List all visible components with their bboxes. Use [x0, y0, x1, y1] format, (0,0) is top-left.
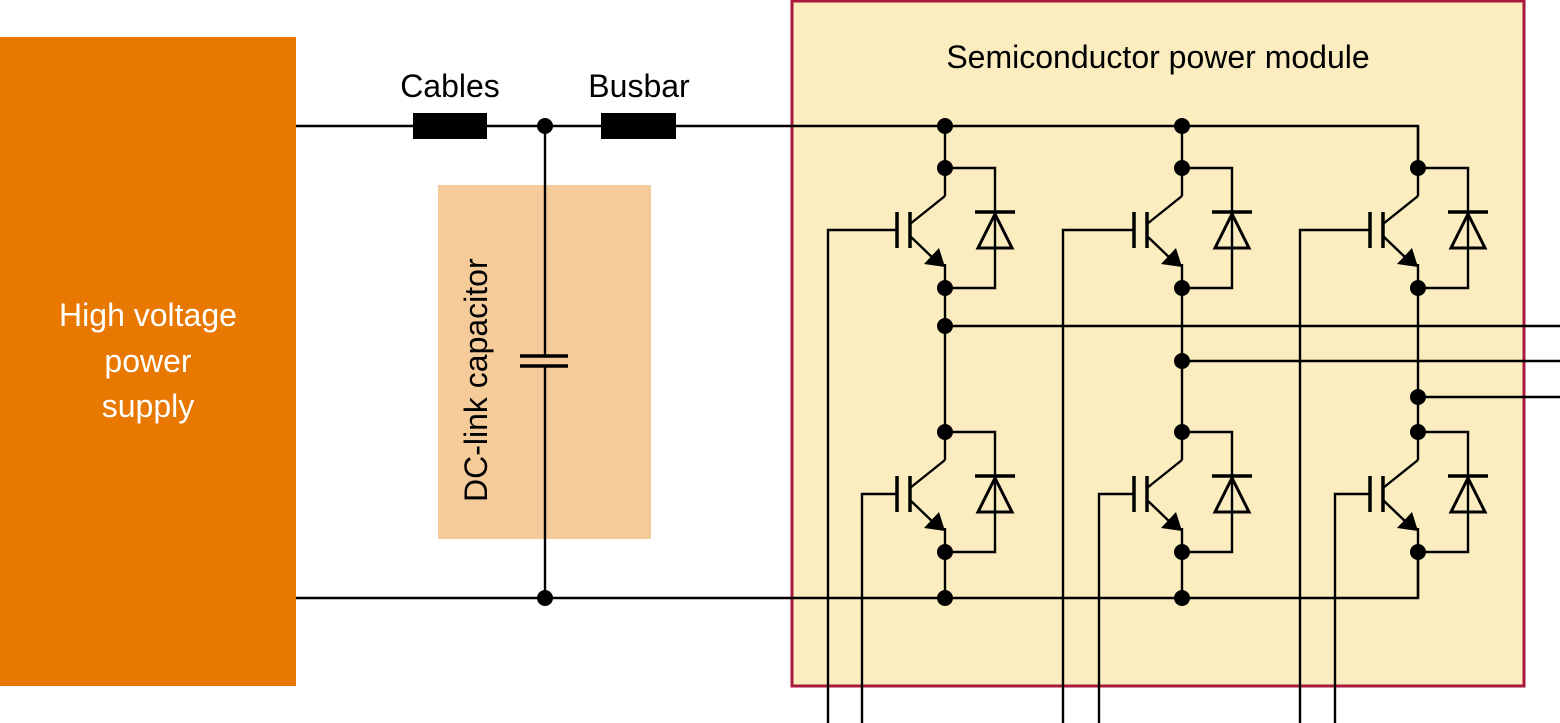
- power-supply-box: [0, 37, 296, 686]
- leg-2-negative-rail-node: [1174, 590, 1190, 606]
- leg-1-lower-igbt-diode-wire: [945, 430, 997, 554]
- cables-inductance-symbol: [413, 113, 487, 139]
- leg-2-upper-igbt-diode-icon: [1212, 210, 1252, 250]
- capacitor-node-top: [537, 118, 553, 134]
- leg-3-lower-igbt-diode-icon: [1448, 474, 1488, 514]
- leg-1-upper-igbt-emitter-diagonal: [909, 235, 936, 261]
- dc-link-capacitor-label: DC-link capacitor: [458, 258, 494, 502]
- leg-3-upper-igbt-diode-icon: [1448, 210, 1488, 250]
- leg-3-upper-igbt-diode-wire: [1418, 166, 1470, 290]
- inverter-leg-2: [1061, 118, 1560, 723]
- busbar-inductance-symbol: [601, 113, 676, 139]
- leg-1-lower-igbt-collector-diagonal: [909, 459, 946, 489]
- leg-3-lower-igbt-collector-diagonal: [1382, 459, 1419, 489]
- leg-2-upper-igbt-gate-wire: [1061, 228, 1134, 723]
- inverter-legs: [826, 118, 1560, 723]
- leg-2-lower-igbt-gate-wire: [1097, 492, 1134, 723]
- cables-label: Cables: [400, 68, 500, 104]
- leg-1-lower-igbt-emitter-arrow-icon: [924, 512, 945, 531]
- power-supply-block: High voltage power supply: [0, 37, 296, 686]
- leg-1-negative-rail-node: [937, 590, 953, 606]
- leg-1-upper-igbt-diode-wire: [945, 166, 997, 290]
- power-supply-label-line-1: High voltage: [59, 297, 237, 333]
- capacitor-node-bottom: [537, 590, 553, 606]
- leg-3-upper-igbt-gate-wire: [1298, 228, 1370, 723]
- inverter-leg-1: [826, 118, 1560, 723]
- leg-2-lower-igbt-diode-icon: [1212, 474, 1252, 514]
- leg-1-lower-igbt-emitter-diagonal: [909, 499, 936, 525]
- leg-1-upper-igbt-gate-wire: [826, 228, 897, 723]
- leg-3-lower-igbt-diode-wire: [1418, 430, 1470, 554]
- power-supply-label-line-2: power: [104, 343, 192, 379]
- leg-2-upper-igbt-emitter-arrow-icon: [1161, 248, 1182, 267]
- power-module-title: Semiconductor power module: [946, 39, 1369, 75]
- leg-1-upper-igbt-emitter-arrow-icon: [924, 248, 945, 267]
- busbar-label: Busbar: [588, 68, 690, 104]
- leg-1-lower-igbt-diode-icon: [975, 474, 1015, 514]
- leg-3-lower-igbt-emitter-arrow-icon: [1397, 512, 1418, 531]
- leg-2-lower-igbt-collector-diagonal: [1146, 459, 1183, 489]
- leg-1-upper-igbt-diode-icon: [975, 210, 1015, 250]
- power-supply-label-line-3: supply: [102, 388, 195, 424]
- leg-2-upper-igbt-emitter-diagonal: [1146, 235, 1173, 261]
- leg-2-lower-igbt-emitter-arrow-icon: [1161, 512, 1182, 531]
- leg-2-upper-igbt-collector-diagonal: [1146, 195, 1183, 225]
- leg-3-lower-igbt-gate-wire: [1333, 492, 1370, 723]
- leg-2-lower-igbt-emitter-diagonal: [1146, 499, 1173, 525]
- leg-2-lower-igbt-diode-wire: [1182, 430, 1234, 554]
- power-module-box: [790, 0, 1526, 688]
- leg-3-lower-igbt-emitter-diagonal: [1382, 499, 1409, 525]
- leg-3-upper-igbt-emitter-diagonal: [1382, 235, 1409, 261]
- leg-3-upper-igbt-emitter-arrow-icon: [1397, 248, 1418, 267]
- inverter-leg-3: [1298, 126, 1560, 723]
- leg-3-upper-igbt-collector-diagonal: [1382, 195, 1419, 225]
- leg-2-upper-igbt-diode-wire: [1182, 166, 1234, 290]
- leg-1-lower-igbt-gate-wire: [860, 492, 897, 723]
- leg-1-upper-igbt-collector-diagonal: [909, 195, 946, 225]
